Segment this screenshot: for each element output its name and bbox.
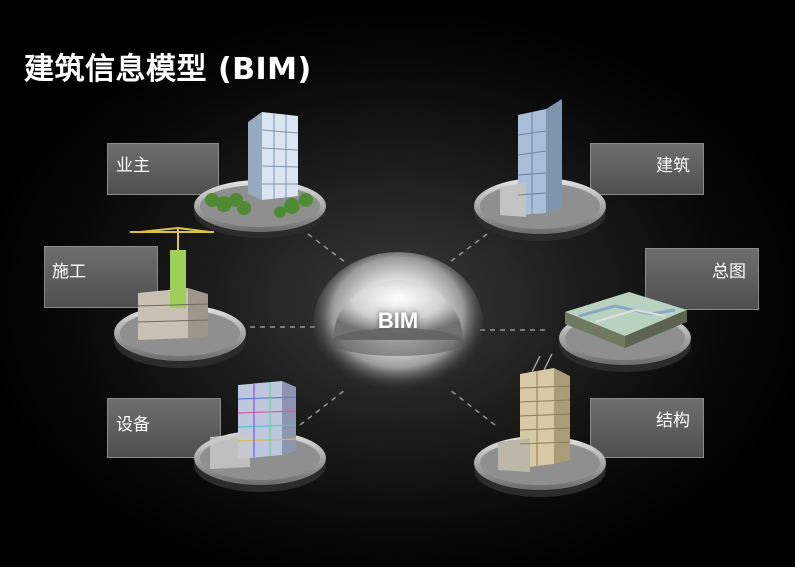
tree-cluster-icon (205, 193, 313, 218)
label-box-architecture (590, 143, 704, 195)
node-label-site-plan: 总图 (712, 262, 746, 282)
label-box-owner (107, 143, 219, 195)
disc-architecture (470, 95, 610, 245)
node-label-architecture: 建筑 (656, 156, 690, 176)
hub-label: BIM (377, 308, 419, 333)
building-frame-icon (137, 250, 209, 340)
node-label-construction: 施工 (52, 262, 86, 282)
bim-hub: BIM (313, 250, 483, 396)
slide-title: 建筑信息模型 (BIM) (24, 52, 312, 87)
site-terrain-icon (565, 292, 687, 348)
node-label-owner: 业主 (116, 156, 150, 176)
glow-sphere-icon (313, 252, 483, 396)
disc-owner (190, 112, 330, 240)
node-label-structure: 结构 (656, 411, 690, 431)
label-box-structure (590, 398, 704, 458)
structural-frame-icon (498, 353, 571, 472)
label-box-site-plan (645, 248, 759, 310)
office-tower-icon (248, 112, 299, 200)
disc-structure (470, 352, 610, 502)
mep-building-icon (210, 381, 297, 469)
disc-site-plan (555, 270, 695, 375)
node-label-equipment: 设备 (116, 415, 150, 435)
glass-tower-icon (500, 99, 562, 217)
disc-construction (110, 227, 250, 373)
disc-equipment (190, 375, 330, 495)
